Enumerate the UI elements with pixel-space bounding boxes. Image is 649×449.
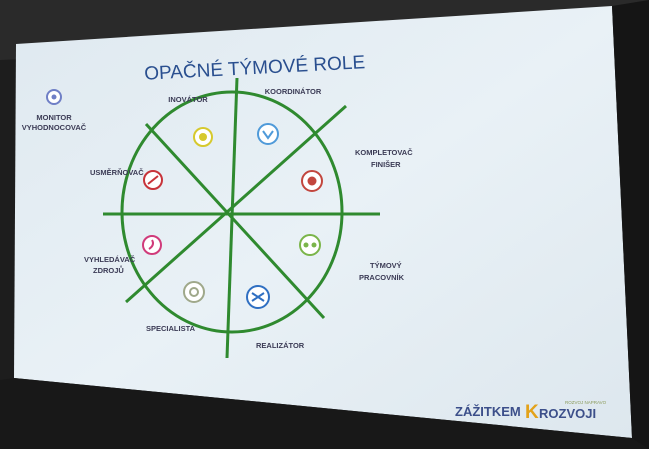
label-vyhledavac-2: ZDROJŮ <box>93 265 124 275</box>
wheel-circle <box>120 90 344 334</box>
wheel-spoke-diagonal-2 <box>125 104 347 304</box>
label-realizator: REALIZÁTOR <box>256 341 305 350</box>
role-wheel <box>103 77 380 359</box>
logo-word-1: ZÁŽITKEM <box>455 404 521 419</box>
logo-small: ROZVOJ NAPRAVO <box>565 400 607 405</box>
koordinator-icon <box>257 123 279 145</box>
logo: ZÁŽITKEM K ROZVOJI ROZVOJ NAPRAVO <box>455 400 607 423</box>
wheel-spoke-diagonal-1 <box>144 122 326 320</box>
vyhledavac-icon <box>142 235 162 255</box>
label-vyhledavac-1: VYHLEDÁVAČ <box>84 255 136 264</box>
monitor-icon <box>46 89 62 105</box>
usmernovac-icon <box>143 170 163 190</box>
inovator-icon <box>193 127 213 147</box>
specialista-icon <box>183 281 205 303</box>
label-usmernovac: USMĚRŇOVAČ <box>90 168 144 177</box>
realizator-icon <box>246 285 270 309</box>
logo-letter: K <box>525 402 539 423</box>
logo-word-2: ROZVOJI <box>539 406 596 421</box>
label-monitor-1: MONITOR <box>36 113 72 122</box>
label-kompletovac-2: FINIŠER <box>371 160 401 169</box>
floor-shadow <box>0 378 649 449</box>
label-koordinator: KOORDINÁTOR <box>265 87 322 96</box>
label-tymovy-1: TÝMOVÝ <box>370 261 402 270</box>
right-wall <box>612 0 649 449</box>
label-kompletovac-1: KOMPLETOVAČ <box>355 148 413 157</box>
label-inovator: INOVÁTOR <box>168 95 208 104</box>
label-monitor-2: VYHODNOCOVAČ <box>22 123 87 132</box>
label-specialista: SPECIALISTA <box>146 324 196 333</box>
tymovy-pracovnik-icon <box>299 234 321 256</box>
kompletovac-icon <box>301 170 323 192</box>
label-tymovy-2: PRACOVNÍK <box>359 273 405 282</box>
